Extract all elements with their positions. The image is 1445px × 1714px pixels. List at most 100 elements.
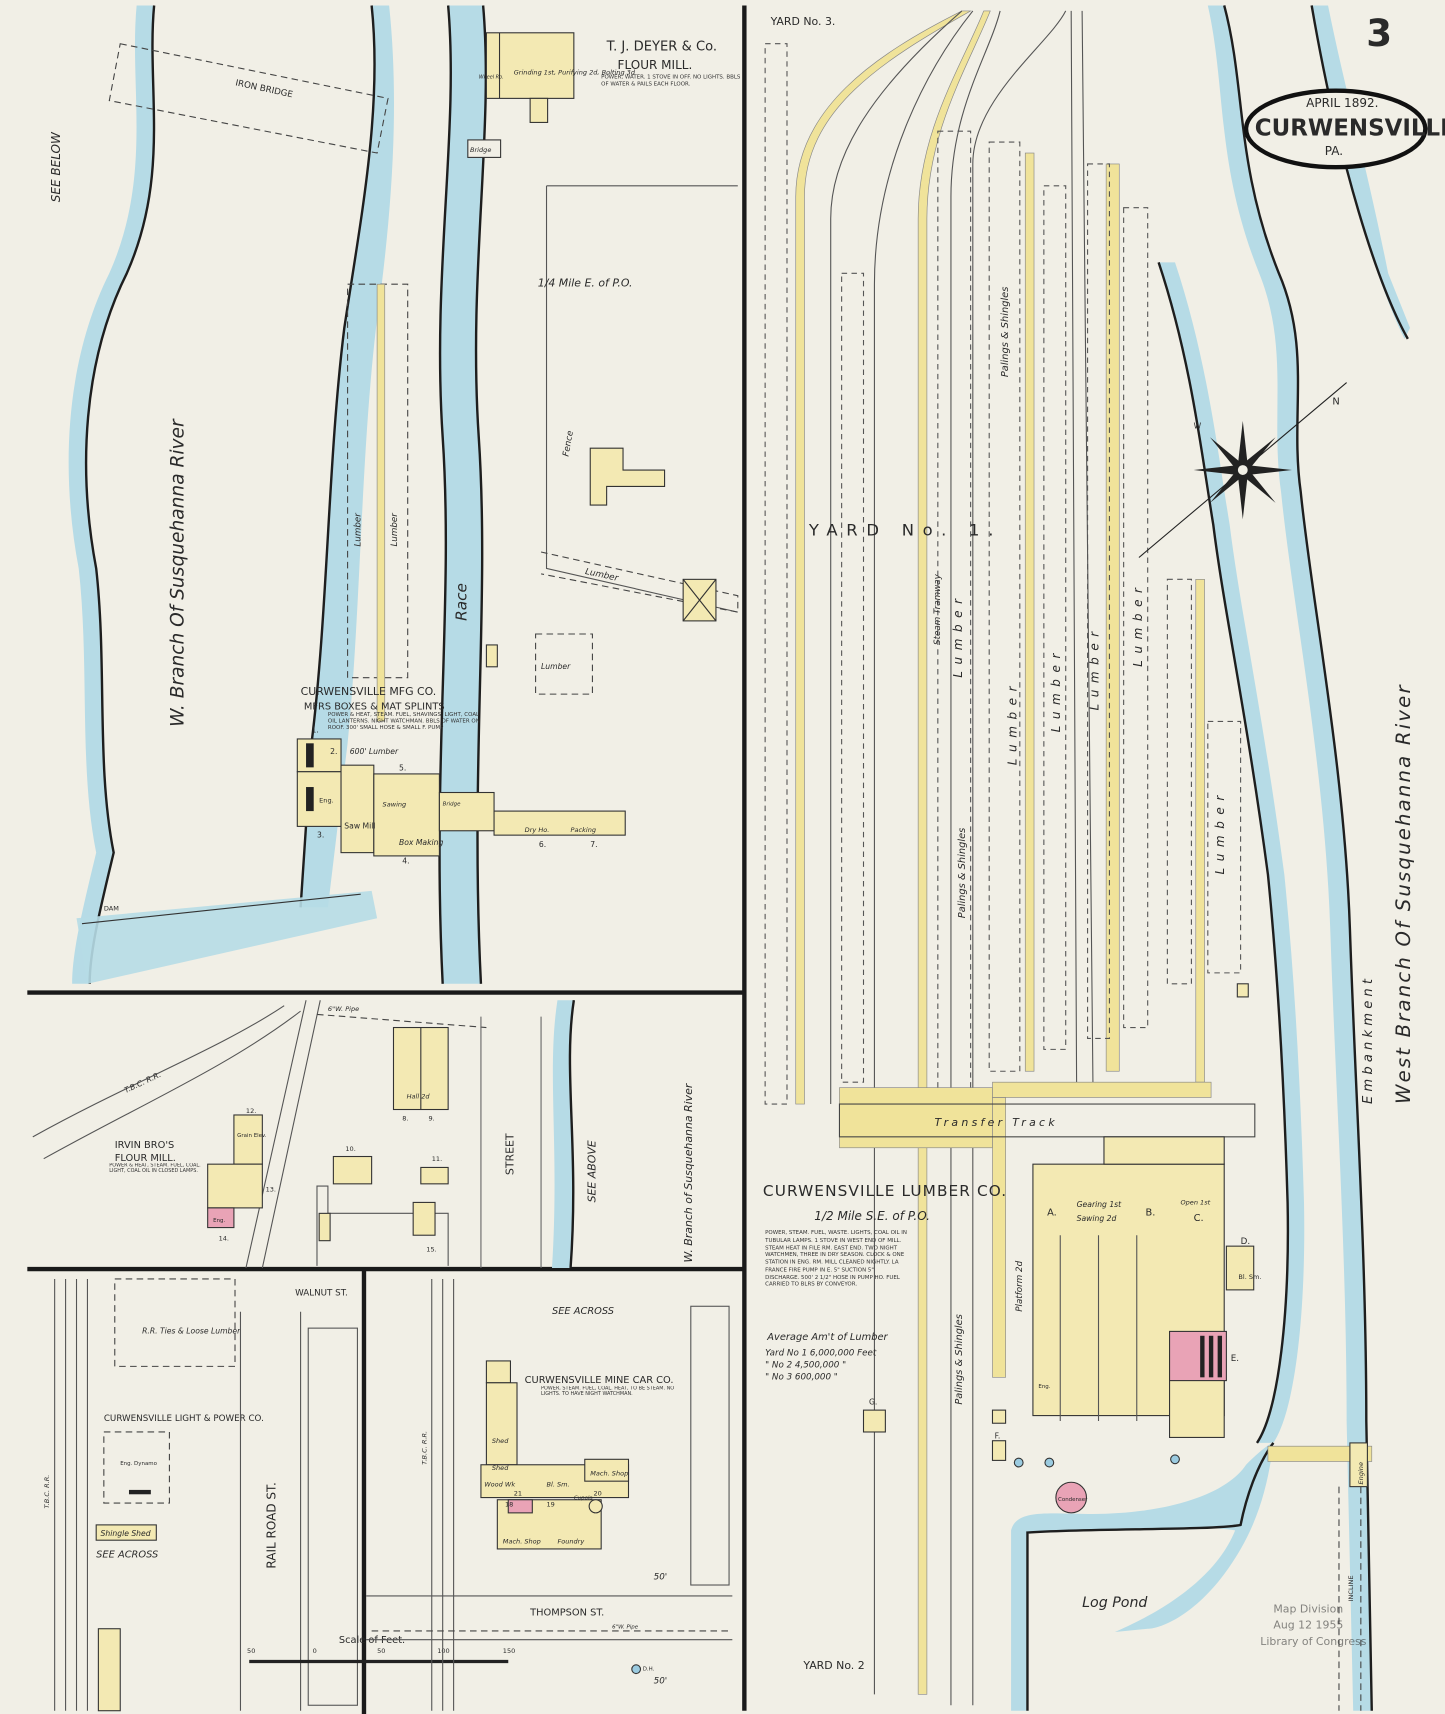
lumber-label-1: Lumber <box>354 512 364 547</box>
building-letter: D. <box>1241 1237 1251 1247</box>
saw-mill-label: Saw Mill <box>344 822 375 831</box>
avg-yard1: Yard No 1 6,000,000 Feet <box>765 1348 877 1358</box>
building-number: 1. <box>312 725 319 734</box>
building-number: 18 <box>505 1500 513 1508</box>
building-letter: E. <box>1231 1354 1239 1364</box>
lumber-co-name: CURWENSVILLE LUMBER CO. <box>763 1182 1007 1200</box>
west-label: W <box>1194 421 1202 430</box>
flour-mill-notes: POWER, WATER. 1 STOVE IN OFF. NO LIGHTS.… <box>601 74 741 88</box>
yard-3-label: YARD No. 3. <box>770 15 836 28</box>
shed-label: Shed <box>492 1464 509 1472</box>
building-letter: B. <box>1146 1208 1156 1219</box>
water-pipe-label: 6"W. Pipe <box>328 1005 359 1013</box>
building-number: 6. <box>539 840 546 849</box>
building-number: 7. <box>590 840 597 849</box>
log-pond-label: Log Pond <box>1082 1595 1148 1611</box>
sheet-number: 3 <box>1366 12 1392 55</box>
foundry-label: Foundry <box>557 1537 584 1545</box>
grain-elev-label: Grain Elev. <box>237 1133 267 1139</box>
stamp-line: Map Division <box>1273 1602 1343 1615</box>
ties-label: R.R. Ties & Loose Lumber <box>142 1327 241 1336</box>
bl-sm-label: Bl. Sm. <box>1238 1273 1261 1281</box>
yard-1-label: YARD No. 1. <box>808 521 1002 540</box>
building-number: 4. <box>402 857 409 866</box>
irvin-type: FLOUR MILL. <box>115 1153 176 1164</box>
mfg-co-name: CURWENSVILLE MFG CO. <box>301 685 437 698</box>
lumber-label: Lumber <box>1049 647 1063 732</box>
river-label-middle: W. Branch of Susquehanna River <box>682 1082 695 1262</box>
building-number: 10. <box>345 1145 355 1153</box>
bottom-middle-panel: T.B.C. R.R. SEE ACROSS CURWENSVILLE MINE… <box>366 1278 733 1711</box>
tbc-rr-label: T.B.C. R.R. <box>43 1475 51 1509</box>
library-stamp: Map Division Aug 12 1955 Library of Cong… <box>1260 1602 1366 1648</box>
eng-label: Eng. <box>1038 1384 1050 1390</box>
street-label: STREET <box>504 1133 517 1175</box>
see-above-label: SEE ABOVE <box>586 1140 599 1202</box>
building-number: 13. <box>266 1185 276 1193</box>
light-power-label: CURWENSVILLE LIGHT & POWER CO. <box>104 1414 264 1424</box>
state-name: PA. <box>1325 144 1343 158</box>
lumber-label: Lumber <box>1088 625 1102 710</box>
palings-label: Palings & Shingles <box>957 828 968 918</box>
walnut-st-label: WALNUT ST. <box>295 1288 348 1298</box>
packing-label: Packing <box>571 826 596 834</box>
box-making-label: Box Making <box>399 838 444 847</box>
river-label-right: West Branch Of Susquehanna River <box>1392 683 1415 1104</box>
scale-tick: 50 <box>247 1647 255 1655</box>
lumber-label: Lumber <box>1006 680 1020 765</box>
see-across-label-mid: SEE ACROSS <box>552 1306 614 1317</box>
lumber-label-3: Lumber <box>541 662 571 671</box>
mfg-bridge-label: Bridge <box>443 802 461 808</box>
lumber-co-mill: CURWENSVILLE LUMBER CO. 1/2 Mile S.E. of… <box>763 1136 1262 1514</box>
cupola-label: Cupola <box>574 1496 593 1502</box>
building-number: 12. <box>246 1107 256 1115</box>
dam-label: DAM <box>104 905 119 913</box>
palings-label: Palings & Shingles <box>1000 287 1011 377</box>
building-letter: C. <box>1194 1213 1204 1224</box>
panel-borders <box>27 5 747 1714</box>
mach-shop-label: Mach. Shop <box>590 1470 628 1478</box>
scale-of-feet: Scale of Feet. 50 0 50 100 150 <box>247 1635 515 1664</box>
building-number: 8. <box>402 1114 408 1122</box>
mine-car-notes: POWER, STEAM. FUEL, COAL. HEAT, TO BE ST… <box>541 1386 675 1397</box>
dimension-label: 50' <box>654 1676 668 1686</box>
mfg-co-subtitle: MFRS BOXES & MAT SPLINTS <box>304 701 445 712</box>
scale-label: Scale of Feet. <box>339 1635 405 1646</box>
flour-mill-deyer: Bridge Wheel Ro. Grinding 1st, Purifying… <box>467 32 741 158</box>
building-number: 19 <box>547 1500 555 1508</box>
hydrant-label: D.H. <box>643 1666 655 1672</box>
scale-tick: 100 <box>437 1647 449 1655</box>
sheet-date: APRIL 1892. <box>1306 96 1378 110</box>
lumber-label: Lumber <box>1131 581 1145 666</box>
dimension-label: 50' <box>654 1573 668 1583</box>
hall-label: Hall 2d <box>407 1093 431 1101</box>
wood-wk-label: Wood Wk <box>484 1481 515 1489</box>
thompson-st-label: THOMPSON ST. <box>529 1608 604 1619</box>
incline-label: INCLINE <box>1347 1575 1355 1601</box>
mine-car-name: CURWENSVILLE MINE CAR CO. <box>525 1375 674 1386</box>
scale-tick: 50 <box>377 1647 385 1655</box>
building-number: 3. <box>317 830 324 839</box>
flour-mill-name: T. J. DEYER & Co. <box>606 39 717 54</box>
west-branch-river-right: Log Pond E m b a n k m e n t West Branch… <box>1011 5 1415 1711</box>
sawing-label: Sawing 2d <box>1077 1214 1117 1223</box>
railroad-st-label: RAIL ROAD ST. <box>264 1482 278 1568</box>
steam-tramway-label: Steam Tramway <box>933 573 943 645</box>
race-label: Race <box>453 583 471 621</box>
see-across-label-left: SEE ACROSS <box>96 1550 158 1561</box>
wheel-room-label: Wheel Ro. <box>479 75 504 81</box>
building-number: 21 <box>514 1489 522 1497</box>
transfer-track-label: Transfer Track <box>935 1116 1058 1129</box>
building-number: 20 <box>594 1489 602 1497</box>
platform-label: Platform 2d <box>1015 1260 1025 1311</box>
building-letter: A. <box>1047 1208 1057 1219</box>
town-name: CURWENSVILLE <box>1255 116 1445 142</box>
building-number: 11. <box>432 1155 442 1163</box>
avg-lumber-title: Average Am't of Lumber <box>766 1332 888 1343</box>
building-number: 14. <box>219 1235 229 1243</box>
scale-tick: 150 <box>503 1647 515 1655</box>
lumber-label-2: Lumber <box>390 512 400 547</box>
fence-label: Fence <box>561 430 575 457</box>
transfer-track: Transfer Track <box>838 1081 1256 1378</box>
